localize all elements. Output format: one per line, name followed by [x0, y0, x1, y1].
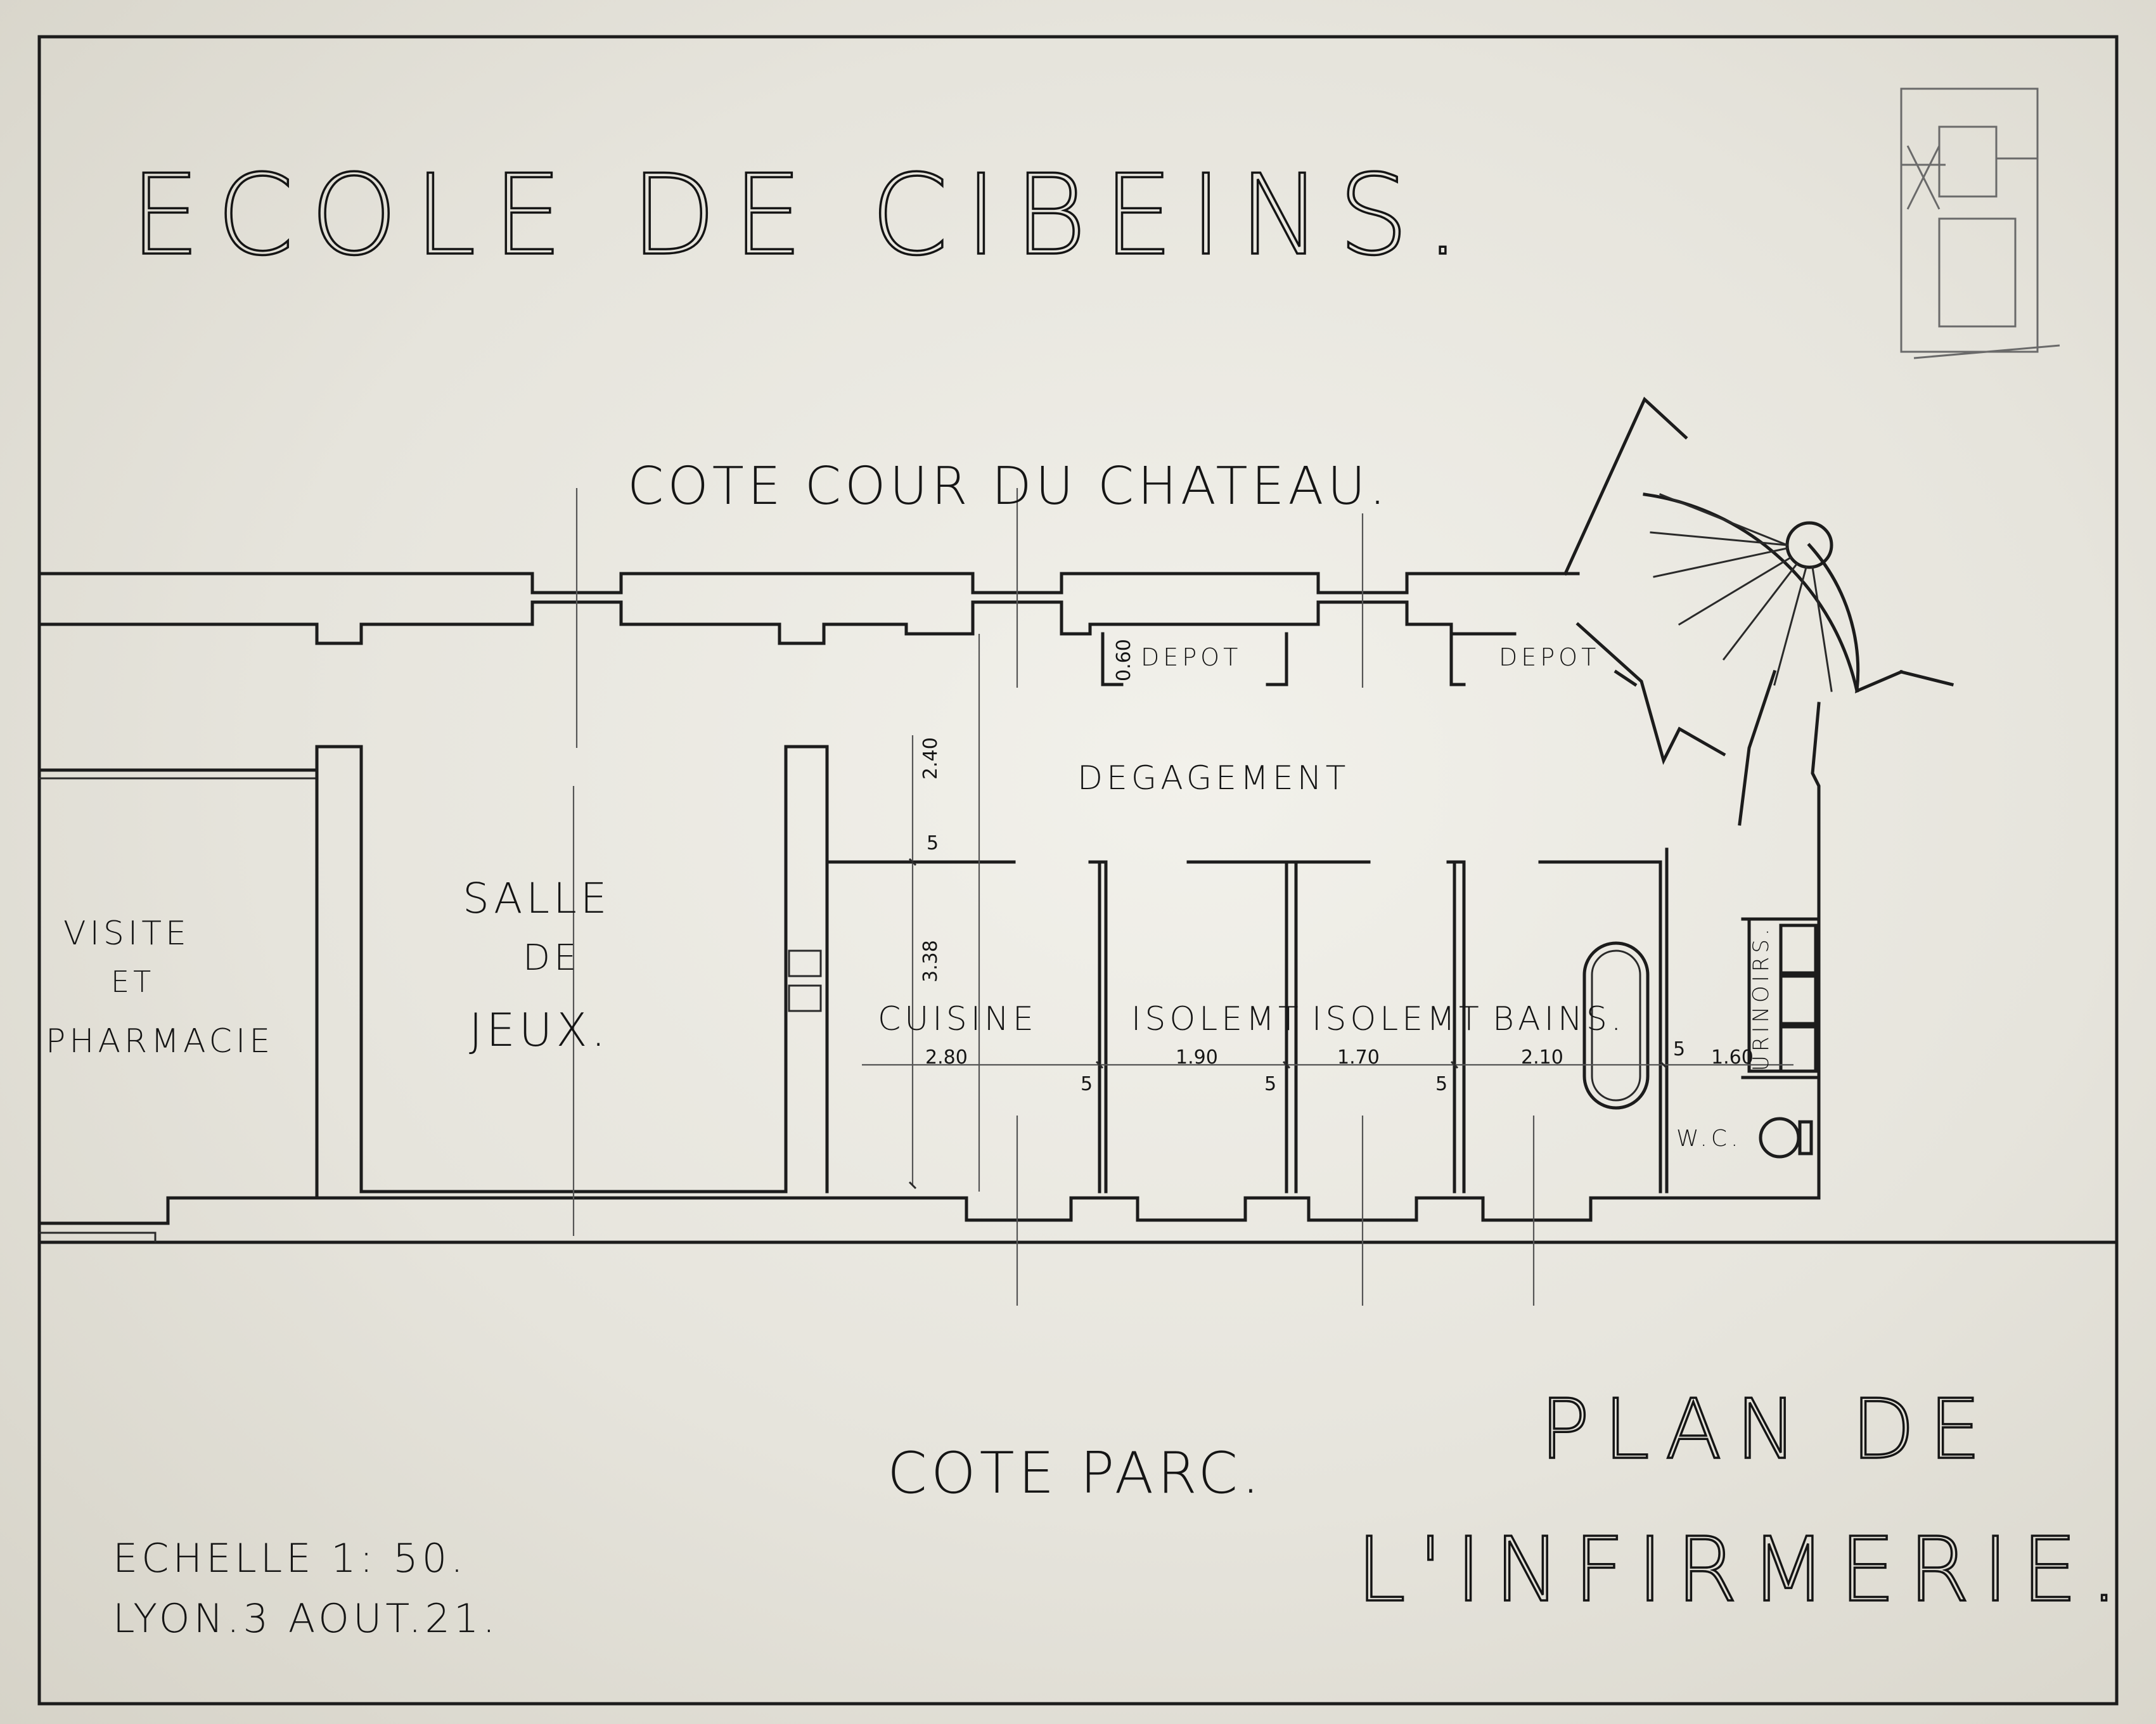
urinals: [1741, 917, 1821, 1079]
urinoirs-label: URINOIRS.: [1749, 925, 1774, 1071]
north-side-label: COTE COUR DU CHATEAU.: [627, 456, 1390, 517]
dim-room-depth: 3.38: [920, 940, 942, 982]
dim-bains: 2.10: [1521, 1046, 1563, 1069]
wc-label: W.C.: [1676, 1126, 1742, 1152]
dim-deg-depth: 2.40: [920, 737, 942, 780]
dim-depot-depth: 0.60: [1113, 639, 1135, 681]
school-title: ECOLE DE CIBEINS.: [130, 151, 1477, 280]
dimension-ticks: [908, 858, 1668, 1190]
bathtub: [1582, 941, 1650, 1110]
pencil-sketch: [1900, 87, 2060, 359]
bains-label: BAINS.: [1492, 1000, 1625, 1038]
visite-label-1: VISITE: [63, 915, 190, 953]
visite-label-2: ET: [111, 965, 155, 999]
depot-right-label: DEPOT: [1499, 643, 1600, 671]
salle-label-1: SALLE: [463, 874, 611, 923]
plan-title-line2: L'INFIRMERIE.: [1356, 1519, 2131, 1622]
south-facade-inner: [37, 1196, 1821, 1225]
dim-wall-e: 5: [1673, 1038, 1685, 1060]
dim-urinoir: 1.60: [1711, 1046, 1754, 1069]
dim-wall-a: 5: [927, 832, 939, 854]
wc-bowl: [1759, 1117, 1813, 1159]
dim-wall-c: 5: [1264, 1073, 1276, 1095]
dim-wall-d: 5: [1435, 1073, 1447, 1095]
axis-lines: [572, 488, 1793, 1306]
place-date-label: LYON.3 AOUT.21.: [113, 1595, 499, 1642]
depot-left-label: DEPOT: [1141, 643, 1242, 671]
dim-wall-b: 5: [1081, 1073, 1093, 1095]
isolement2-label: ISOLEMT: [1312, 1000, 1483, 1038]
cuisine-label: CUISINE: [878, 1000, 1037, 1038]
north-facade-outer: [37, 572, 1580, 595]
salle-label-2: DE: [523, 937, 581, 979]
degagement-label: DEGAGEMENT: [1077, 759, 1349, 797]
salle-label-3: JEUX.: [469, 1003, 610, 1057]
scale-label: ECHELLE 1: 50.: [113, 1535, 467, 1581]
north-facade-inner: [37, 600, 1517, 645]
depot-right-walls: [1449, 632, 1466, 686]
dim-isol1: 1.90: [1176, 1046, 1218, 1069]
sheet-border: [37, 35, 2119, 1706]
isolement1-label: ISOLEMT: [1131, 1000, 1302, 1038]
dim-cuisine: 2.80: [925, 1046, 968, 1069]
radiator-symbol: [788, 949, 822, 1012]
plan-title-line1: PLAN DE: [1540, 1381, 1995, 1477]
visite-label-3: PHARMACIE: [46, 1022, 274, 1060]
south-side-label: COTE PARC.: [887, 1440, 1264, 1507]
dim-isol2: 1.70: [1337, 1046, 1380, 1069]
depot-left-walls: [1101, 632, 1124, 686]
